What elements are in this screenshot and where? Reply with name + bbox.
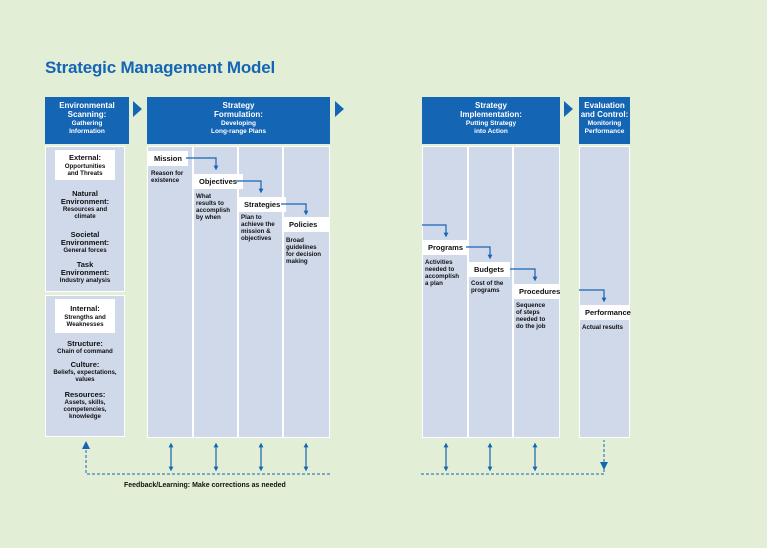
programs-to-budgets-connector (466, 246, 493, 260)
feedback-loop-arrowhead-right (600, 462, 608, 470)
resources-desc: Assets, skills, competencies, knowledge (63, 399, 107, 420)
into-performance-connector (579, 289, 607, 303)
formulation-column-mission (147, 146, 193, 438)
internal-box: Internal: Strengths and Weaknesses (55, 299, 115, 333)
page-title: Strategic Management Model (45, 58, 276, 77)
natural-environment: Natural Environment: Resources and clima… (47, 189, 123, 221)
formulation-column-policies (283, 146, 330, 438)
programs-desc: Activities needed to accomplish a plan (425, 259, 460, 287)
header-evaluation-title: Evaluation and Control: (580, 101, 629, 119)
policies-label: Policies (283, 217, 330, 232)
feedback-learning-label: Feedback/Learning: Make corrections as n… (124, 482, 286, 489)
task-environment-title: Task Environment: (60, 260, 110, 277)
header-formulation-title: Strategy Formulation: (214, 101, 263, 119)
flow-arrow-2 (335, 101, 344, 117)
mission-to-objectives-connector (186, 157, 219, 171)
implementation-column-budgets (468, 146, 513, 438)
performance-label: Performance (579, 305, 631, 320)
header-implementation-title: Strategy Implementation: (460, 101, 522, 119)
resources-title: Resources: (64, 390, 106, 399)
natural-environment-title: Natural Environment: (60, 189, 110, 206)
header-evaluation-control: Evaluation and Control: Monitoring Perfo… (579, 97, 630, 144)
feedback-loop-arrowhead-left (82, 441, 90, 449)
procedures-label: Procedures (513, 284, 560, 299)
budgets-desc: Cost of the programs (471, 280, 504, 294)
societal-environment-title: Societal Environment: (60, 230, 110, 247)
header-scanning-subtitle: Gathering Information (69, 120, 105, 135)
culture-desc: Beliefs, expectations, values (53, 369, 117, 383)
budgets-to-procedures-connector (510, 268, 538, 282)
objectives-desc: What results to accomplish by when (196, 193, 231, 221)
mission-label: Mission (148, 151, 188, 166)
flow-arrow-1 (133, 101, 142, 117)
flow-arrow-3 (564, 101, 573, 117)
structure-title: Structure: (67, 339, 103, 348)
header-implementation-subtitle: Putting Strategy into Action (465, 120, 517, 135)
culture-title: Culture: (70, 360, 100, 369)
strategies-label: Strategies (238, 197, 287, 212)
resources-item: Resources: Assets, skills, competencies,… (47, 390, 123, 421)
task-environment-desc: Industry analysis (59, 277, 111, 284)
policies-desc: Broad guidelines for decision making (286, 237, 322, 265)
societal-environment: Societal Environment: General forces (47, 230, 123, 255)
procedures-desc: Sequence of steps needed to do the job (516, 302, 546, 330)
external-title: External: (68, 152, 102, 162)
implementation-column-programs (422, 146, 468, 438)
into-programs-connector (422, 224, 449, 238)
internal-title: Internal: (70, 303, 100, 313)
external-subtitle: Opportunities and Threats (64, 162, 106, 177)
formulation-column-strategies (238, 146, 283, 438)
societal-environment-desc: General forces (63, 247, 107, 254)
objectives-to-strategies-connector (236, 180, 264, 194)
header-evaluation-subtitle: Monitoring Performance (584, 120, 625, 135)
formulation-column-objectives (193, 146, 238, 438)
culture-item: Culture: Beliefs, expectations, values (47, 360, 123, 384)
performance-desc: Actual results (582, 324, 623, 331)
header-environmental-scanning: Environmental Scanning: Gathering Inform… (45, 97, 129, 144)
programs-label: Programs (422, 240, 470, 255)
feedback-loop-line-right (421, 440, 605, 475)
internal-subtitle: Strengths and Weaknesses (64, 313, 106, 328)
header-strategy-implementation: Strategy Implementation: Putting Strateg… (422, 97, 560, 144)
natural-environment-desc: Resources and climate (62, 206, 108, 220)
task-environment: Task Environment: Industry analysis (47, 260, 123, 285)
strategies-desc: Plan to achieve the mission & objectives (241, 214, 275, 242)
external-box: External: Opportunities and Threats (55, 150, 115, 180)
structure-desc: Chain of command (57, 348, 113, 355)
header-scanning-title: Environmental Scanning: (59, 101, 115, 119)
budgets-label: Budgets (468, 262, 510, 277)
structure-item: Structure: Chain of command (47, 339, 123, 356)
header-formulation-subtitle: Developing Long-range Plans (211, 120, 266, 135)
feedback-loop-line-left (85, 445, 330, 475)
objectives-label: Objectives (193, 174, 243, 189)
mission-desc: Reason for existence (151, 170, 184, 184)
header-strategy-formulation: Strategy Formulation: Developing Long-ra… (147, 97, 330, 144)
strategies-to-policies-connector (281, 203, 309, 216)
